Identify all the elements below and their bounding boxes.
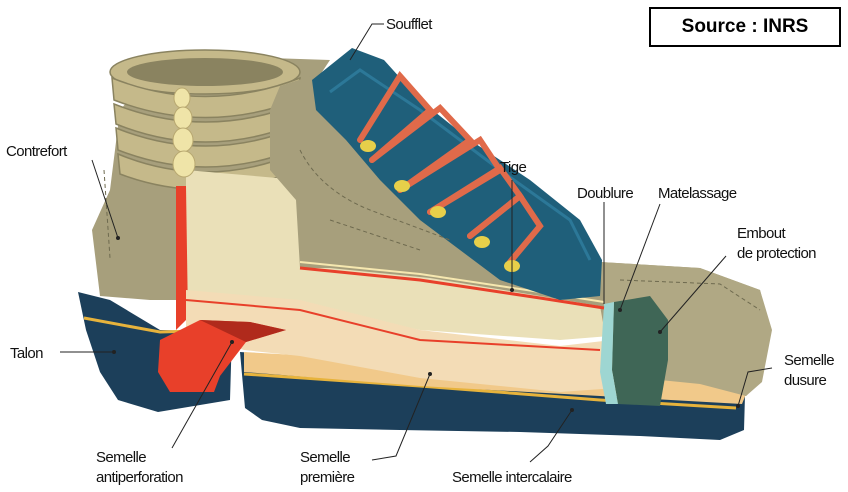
label-semelle-antiperforation-line2: antiperforation	[96, 469, 183, 486]
label-contrefort: Contrefort	[6, 143, 68, 160]
label-semelle-premiere-line2: première	[300, 469, 355, 486]
label-embout-line1: Embout	[737, 225, 787, 242]
source-caption: Source : INRS	[649, 7, 841, 47]
label-semelle-usure-line2: dusure	[784, 372, 827, 389]
label-tige: Tige	[500, 159, 526, 176]
steel-toe-cap	[612, 296, 668, 406]
label-talon: Talon	[10, 345, 43, 362]
label-semelle-antiperforation-line1: Semelle	[96, 449, 146, 466]
label-semelle-premiere-line1: Semelle	[300, 449, 350, 466]
label-soufflet: Soufflet	[386, 16, 433, 33]
label-matelassage: Matelassage	[658, 185, 737, 202]
label-semelle-usure-line1: Semelle	[784, 352, 834, 369]
boot-illustration	[78, 48, 772, 440]
label-embout-line2: de protection	[737, 245, 816, 262]
label-semelle-intercalaire: Semelle intercalaire	[452, 469, 572, 486]
label-doublure: Doublure	[577, 185, 633, 202]
